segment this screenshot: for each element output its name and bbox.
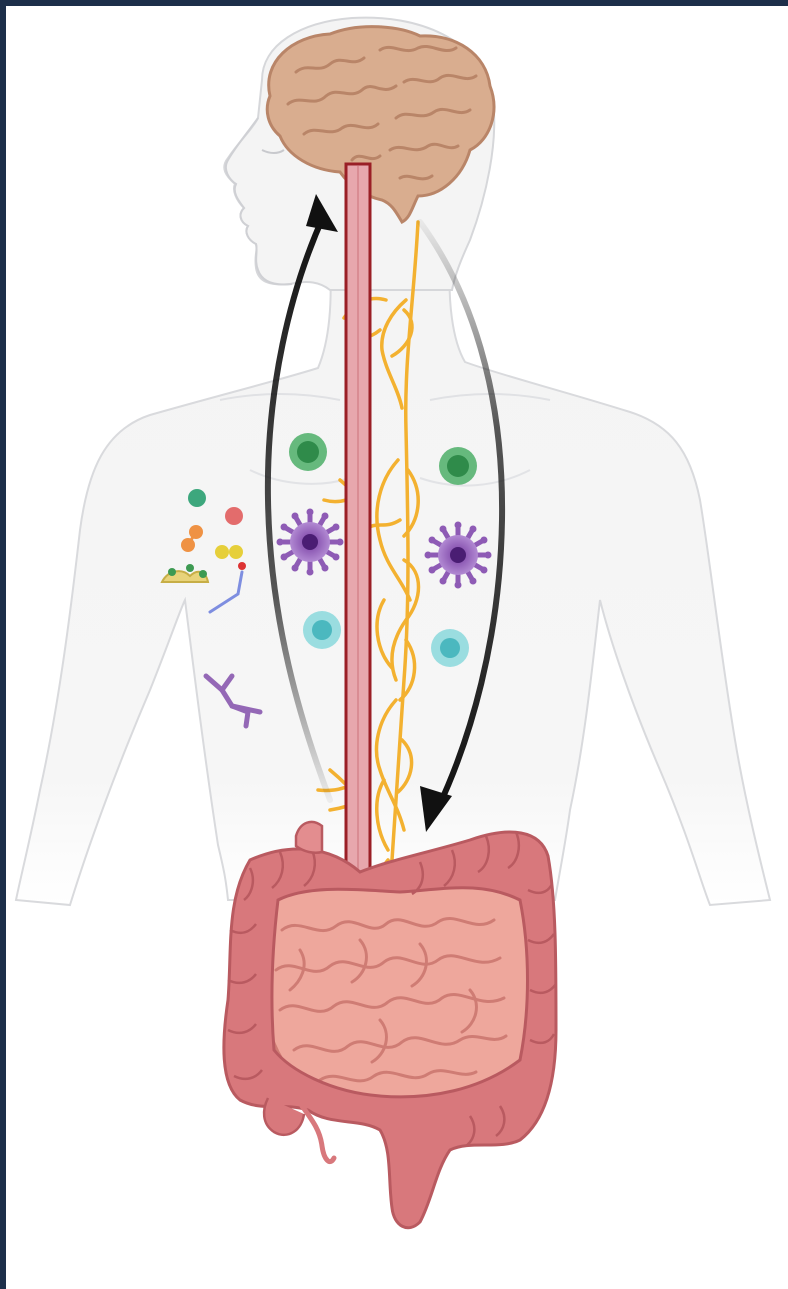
dendrite-tip (429, 567, 436, 574)
dendrite-tip (480, 537, 487, 544)
dendrite-tip (277, 539, 284, 546)
dendrite-tip (470, 526, 477, 533)
dendrite-tip (455, 582, 462, 589)
dendrite-tip (322, 564, 329, 571)
dendrite-tip (292, 564, 299, 571)
dendrite-tip (292, 513, 299, 520)
dendrite-tip (429, 537, 436, 544)
dendrite-tip (281, 524, 288, 531)
dendrite-tip (307, 569, 314, 576)
dendritic-cell-nucleus (450, 547, 466, 563)
dendrite-tip (485, 552, 492, 559)
dendrite-tip (322, 513, 329, 520)
gut-brain-axis-diagram (6, 6, 788, 1289)
dendrite-tip (332, 554, 339, 561)
dendrite-tip (332, 524, 339, 531)
dendrite-tip (480, 567, 487, 574)
torso-outline (16, 262, 770, 905)
dendrite-tip (440, 526, 447, 533)
dendrite-tip (455, 522, 462, 529)
spinal-cord-icon (346, 164, 370, 876)
dendrite-tip (440, 577, 447, 584)
dendrite-tip (337, 539, 344, 546)
dendrite-tip (470, 577, 477, 584)
dendrite-tip (281, 554, 288, 561)
dendritic-cell-nucleus (302, 534, 318, 550)
dendrite-tip (425, 552, 432, 559)
dendrite-tip (307, 509, 314, 516)
